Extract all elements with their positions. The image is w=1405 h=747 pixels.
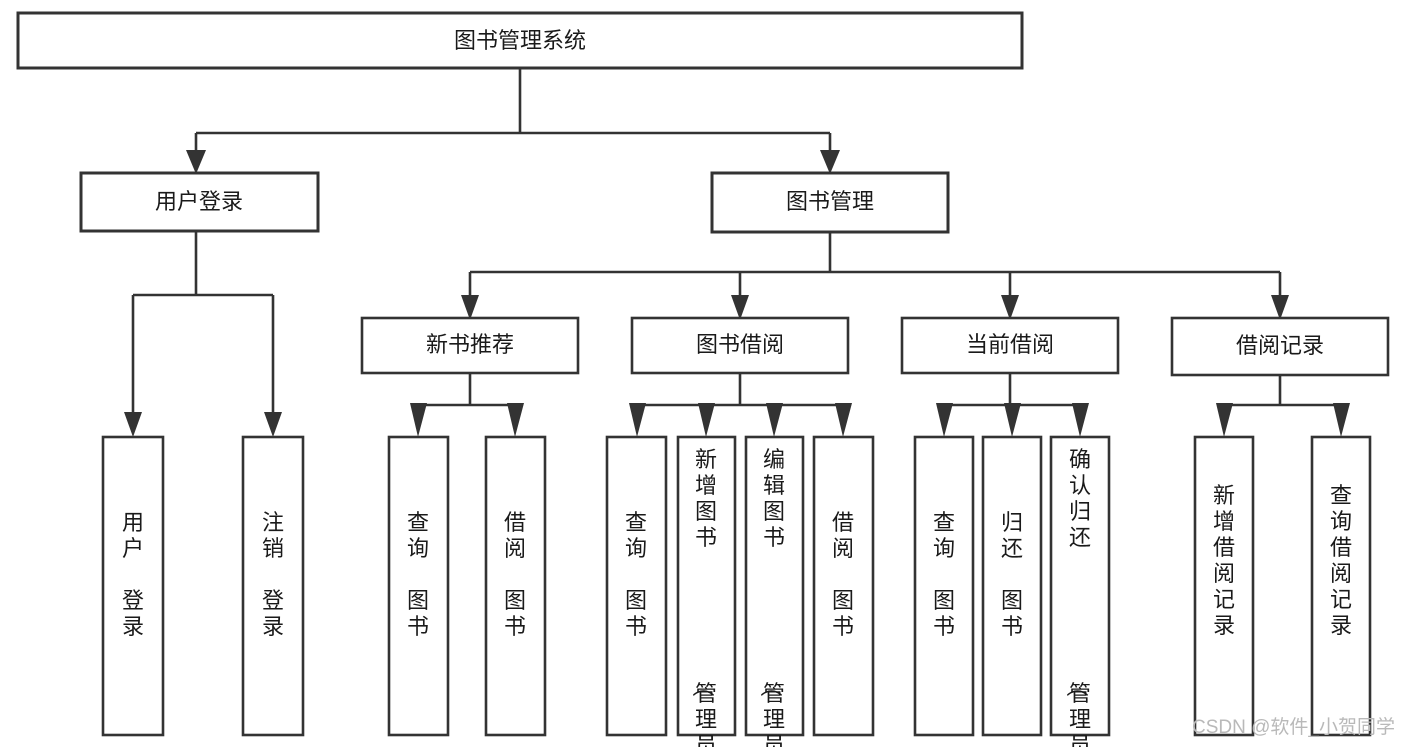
arrowhead-leaf-return-book: [1004, 403, 1021, 437]
node-current-borrow-box[interactable]: [900, 316, 1120, 375]
node-book-borrow-label: 图书借阅: [696, 332, 784, 357]
node-leaf-borrow-book-1[interactable]: 借阅图书: [484, 435, 547, 737]
node-borrow-record[interactable]: 借阅记录: [1170, 316, 1390, 377]
node-book-borrow[interactable]: 图书借阅: [630, 316, 850, 375]
node-new-book-recommend-label: 新书推荐: [426, 332, 514, 357]
arrowhead-leaf-query-borrow-record: [1333, 403, 1350, 437]
node-leaf-borrow-book-2-box[interactable]: [812, 435, 875, 737]
node-leaf-add-borrow-record-label: 新增借阅记录: [1213, 483, 1235, 638]
arrowhead-leaf-edit-book-admin: [766, 403, 783, 437]
arrowhead-user-login: [186, 150, 206, 174]
node-book-manage-box[interactable]: [710, 171, 950, 234]
node-root[interactable]: 图书管理系统: [16, 11, 1024, 70]
node-leaf-query-book-3-label: 查询图书: [933, 510, 955, 639]
node-borrow-record-box[interactable]: [1170, 316, 1390, 377]
arrowhead-book-manage: [820, 150, 840, 174]
node-leaf-return-book-box[interactable]: [981, 435, 1043, 737]
node-leaf-user-logout[interactable]: 注销登录: [241, 435, 305, 737]
node-leaf-edit-book-admin-box[interactable]: [744, 435, 805, 737]
node-leaf-confirm-return-admin-label: 确认归还（管理员）: [1064, 447, 1091, 747]
node-leaf-user-login[interactable]: 用户登录: [101, 435, 165, 737]
node-leaf-query-book-2-box[interactable]: [605, 435, 668, 737]
arrowhead-leaf-borrow-book-1: [507, 403, 524, 437]
node-user-login-label: 用户登录: [155, 189, 243, 214]
arrowhead-current-borrow: [1001, 295, 1019, 320]
arrowhead-borrow-record: [1271, 295, 1289, 320]
node-leaf-user-logout-label: 注销登录: [262, 510, 284, 639]
node-current-borrow[interactable]: 当前借阅: [900, 316, 1120, 375]
node-leaf-add-book-admin[interactable]: 新增图书（管理员）: [676, 435, 737, 747]
node-leaf-query-borrow-record-label: 查询借阅记录: [1330, 483, 1352, 638]
node-new-book-recommend[interactable]: 新书推荐: [360, 316, 580, 375]
node-leaf-user-logout-box[interactable]: [241, 435, 305, 737]
arrowhead-leaf-confirm-return-admin: [1072, 403, 1089, 437]
arrowhead-layer: [124, 150, 1350, 437]
node-leaf-return-book-label: 归还图书: [1001, 510, 1023, 639]
node-leaf-query-borrow-record[interactable]: 查询借阅记录: [1310, 435, 1372, 737]
node-leaf-confirm-return-admin[interactable]: 确认归还（管理员）: [1049, 435, 1111, 747]
arrowhead-new-book-recommend: [461, 295, 479, 320]
node-leaf-query-book-3-box[interactable]: [913, 435, 975, 737]
node-current-borrow-label: 当前借阅: [966, 332, 1054, 357]
node-root-label: 图书管理系统: [454, 28, 586, 53]
node-book-manage-label: 图书管理: [786, 189, 874, 214]
node-leaf-query-book-2[interactable]: 查询图书: [605, 435, 668, 737]
node-leaf-confirm-return-admin-box[interactable]: [1049, 435, 1111, 737]
node-leaf-return-book[interactable]: 归还图书: [981, 435, 1043, 737]
node-leaf-edit-book-admin[interactable]: 编辑图书（管理员）: [744, 435, 805, 747]
node-leaf-query-book-1-box[interactable]: [387, 435, 450, 737]
node-leaf-add-borrow-record-box[interactable]: [1193, 435, 1255, 737]
node-leaf-query-borrow-record-box[interactable]: [1310, 435, 1372, 737]
node-leaf-borrow-book-2[interactable]: 借阅图书: [812, 435, 875, 737]
node-new-book-recommend-box[interactable]: [360, 316, 580, 375]
node-leaf-query-book-2-label: 查询图书: [625, 510, 647, 639]
node-leaf-query-book-3[interactable]: 查询图书: [913, 435, 975, 737]
arrowhead-leaf-borrow-book-2: [835, 403, 852, 437]
node-leaf-add-borrow-record[interactable]: 新增借阅记录: [1193, 435, 1255, 737]
node-leaf-add-book-admin-box[interactable]: [676, 435, 737, 737]
node-leaf-borrow-book-1-box[interactable]: [484, 435, 547, 737]
node-leaf-borrow-book-1-label: 借阅图书: [504, 510, 526, 639]
node-root-box[interactable]: [16, 11, 1024, 70]
node-user-login-box[interactable]: [79, 171, 320, 233]
node-user-login[interactable]: 用户登录: [79, 171, 320, 233]
arrowhead-leaf-user-login: [124, 412, 142, 437]
watermark-label: CSDN @软件_小贺同学: [1192, 716, 1395, 738]
arrowhead-leaf-query-book-3: [936, 403, 953, 437]
node-leaf-user-login-label: 用户登录: [122, 510, 144, 639]
node-leaf-borrow-book-2-label: 借阅图书: [832, 510, 854, 639]
node-leaf-add-book-admin-label: 新增图书（管理员）: [690, 447, 717, 747]
arrowhead-leaf-user-logout: [264, 412, 282, 437]
arrowhead-leaf-add-borrow-record: [1216, 403, 1233, 437]
node-leaf-query-book-1[interactable]: 查询图书: [387, 435, 450, 737]
node-leaf-user-login-box[interactable]: [101, 435, 165, 737]
node-borrow-record-label: 借阅记录: [1236, 333, 1324, 358]
node-leaf-edit-book-admin-label: 编辑图书（管理员）: [758, 447, 785, 747]
node-book-borrow-box[interactable]: [630, 316, 850, 375]
arrowhead-book-borrow: [731, 295, 749, 320]
arrowhead-leaf-query-book-1: [410, 403, 427, 437]
node-leaf-query-book-1-label: 查询图书: [407, 510, 429, 639]
node-book-manage[interactable]: 图书管理: [710, 171, 950, 234]
arrowhead-leaf-add-book-admin: [698, 403, 715, 437]
arrowhead-leaf-query-book-2: [629, 403, 646, 437]
